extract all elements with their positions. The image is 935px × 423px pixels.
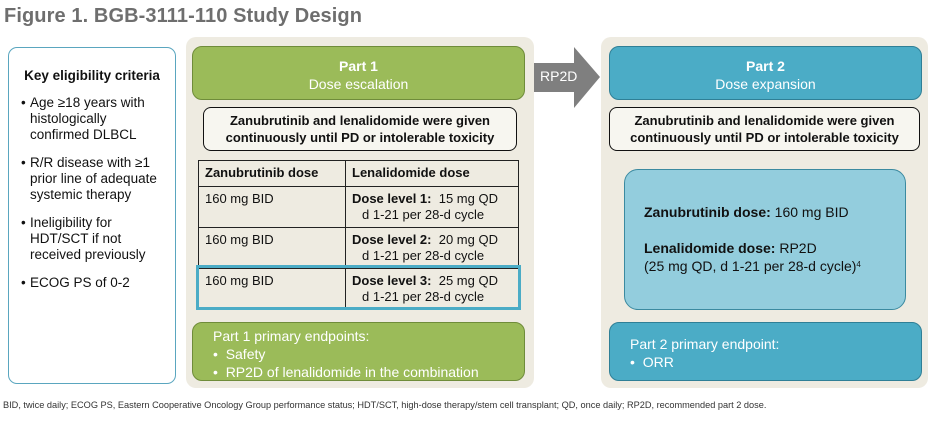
part1-header: Part 1 Dose escalation xyxy=(192,46,525,100)
part2-treatment-note: Zanubrutinib and lenalidomide were given… xyxy=(609,107,920,151)
eligibility-box: Key eligibility criteria •Age ≥18 years … xyxy=(8,47,176,384)
part1-subtitle: Dose escalation xyxy=(308,76,409,92)
part2-header: Part 2 Dose expansion xyxy=(609,46,922,100)
endpoint-item: • Safety xyxy=(213,346,266,362)
rp2d-highlight-box xyxy=(196,265,521,310)
eligibility-item: •R/R disease with ≥1 prior line of adequ… xyxy=(21,155,157,202)
endpoint-item: • RP2D of lenalidomide in the combinatio… xyxy=(213,364,479,380)
arrow-label: RP2D xyxy=(540,68,578,84)
eligibility-item: •Age ≥18 years with histologically confi… xyxy=(21,95,145,142)
dose-table: Zanubrutinib dose Lenalidomide dose 160 … xyxy=(198,160,519,310)
eligibility-item: •Ineligibility for HDT/SCT if not receiv… xyxy=(21,215,146,262)
part2-panel: Part 2 Dose expansion Zanubrutinib and l… xyxy=(601,37,928,388)
part2-endpoints: Part 2 primary endpoint: • ORR xyxy=(609,322,922,381)
part2-zanubrutinib-dose: Zanubrutinib dose: 160 mg BID xyxy=(644,204,849,220)
header-lenalidomide: Lenalidomide dose xyxy=(345,160,519,187)
part2-lenalidomide-detail: (25 mg QD, d 1-21 per 28-d cycle)4 xyxy=(644,258,861,274)
part1-title: Part 1 xyxy=(339,58,378,74)
reference-superscript: 4 xyxy=(856,260,861,269)
part2-title: Part 2 xyxy=(746,58,785,74)
eligibility-item: •ECOG PS of 0-2 xyxy=(21,275,130,290)
part1-endpoints: Part 1 primary endpoints: • Safety • RP2… xyxy=(192,322,525,381)
eligibility-heading: Key eligibility criteria xyxy=(24,68,160,83)
figure-title: Figure 1. BGB-3111-110 Study Design xyxy=(4,5,363,27)
part2-lenalidomide-dose: Lenalidomide dose: RP2D xyxy=(644,240,817,256)
header-zanubrutinib: Zanubrutinib dose xyxy=(198,160,346,187)
endpoint-item: • ORR xyxy=(630,354,674,370)
eligibility-list: •Age ≥18 years with histologically confi… xyxy=(21,95,167,291)
bullet-icon: • xyxy=(21,215,26,230)
part2-dosing-box: Zanubrutinib dose: 160 mg BID Lenalidomi… xyxy=(624,169,906,310)
dose-table-header: Zanubrutinib dose Lenalidomide dose xyxy=(198,160,519,187)
part2-subtitle: Dose expansion xyxy=(715,76,816,92)
rp2d-arrow-icon xyxy=(534,47,600,108)
part1-panel: Part 1 Dose escalation Zanubrutinib and … xyxy=(186,37,534,388)
footnote: BID, twice daily; ECOG PS, Eastern Coope… xyxy=(3,400,767,410)
bullet-icon: • xyxy=(21,155,26,170)
bullet-icon: • xyxy=(21,275,26,290)
part1-treatment-note: Zanubrutinib and lenalidomide were given… xyxy=(203,107,517,151)
bullet-icon: • xyxy=(21,95,26,110)
